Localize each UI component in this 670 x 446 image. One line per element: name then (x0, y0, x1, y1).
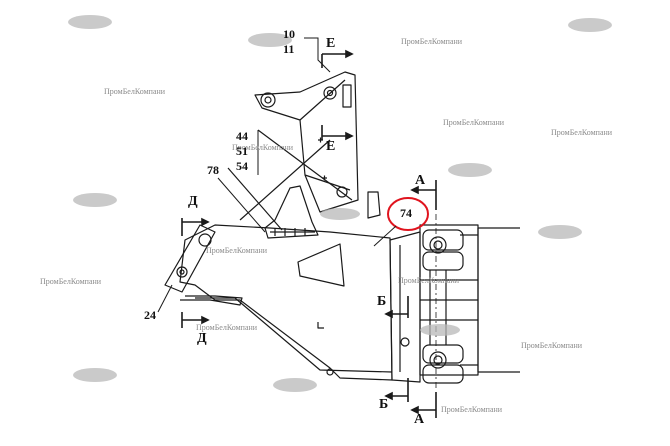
part-label-11: 11 (283, 42, 295, 56)
part-label-78: 78 (207, 163, 219, 177)
watermark-logo-icon (68, 15, 112, 29)
leader-78 (217, 177, 266, 233)
watermark-logo-icon (538, 225, 582, 239)
hinge-rear-frame (477, 227, 520, 373)
section-label-a-bottom: А (414, 412, 425, 427)
highlight-circle-74 (387, 197, 429, 231)
right-mount-hole (400, 337, 410, 347)
main-frame-plate (179, 224, 393, 381)
watermark-text: ПромБелКомпани (206, 246, 268, 255)
right-mount-plate (389, 231, 421, 383)
lever-hole-bottom (176, 266, 188, 278)
leader-24 (157, 284, 173, 313)
hinge-pin-top (429, 236, 447, 254)
hinge-cross-bars (420, 279, 478, 321)
watermark-text: ПромБелКомпани (398, 276, 460, 285)
watermark-text: ПромБелКомпани (232, 143, 294, 152)
watermark-logo-icon (248, 33, 292, 47)
section-label-d-top: Д (188, 194, 198, 209)
watermark-text: ПромБелКомпани (401, 37, 463, 46)
hinge-frame (419, 224, 479, 376)
bracket-slot (342, 84, 352, 108)
leader-74 (373, 225, 397, 247)
watermark-text: ПромБелКомпани (443, 118, 505, 127)
part-label-10: 10 (283, 27, 295, 41)
diagonal-strut-c (239, 139, 331, 221)
diagonal-strut-a (227, 167, 283, 231)
frame-inner-line (195, 297, 393, 373)
frame-bottom-hole (326, 368, 334, 376)
bracket-hole-upper (323, 86, 337, 100)
watermark-text: ПромБелКомпани (40, 277, 102, 286)
part-label-51: 51 (236, 144, 248, 158)
part-label-44: 44 (236, 129, 248, 143)
section-label-d-bottom: Д (197, 331, 207, 346)
watermark-logo-icon (273, 378, 317, 392)
hinge-knuckle-mid (422, 251, 464, 271)
watermark-text: ПромБелКомпани (196, 323, 258, 332)
left-lever (164, 224, 216, 293)
watermark-text: ПромБелКомпани (551, 128, 613, 137)
watermark-logo-icon (73, 368, 117, 382)
gusset-piece (264, 185, 319, 239)
watermark-logo-icon (568, 18, 612, 32)
hinge-knuckle-bottom (422, 364, 464, 384)
part-label-24: 24 (144, 308, 156, 322)
watermark-text: ПромБелКомпани (521, 341, 583, 350)
hinge-pin-bottom (429, 351, 447, 369)
watermark-text: ПромБелКомпани (104, 87, 166, 96)
watermark-logo-icon (73, 193, 117, 207)
watermark-logos (68, 15, 612, 392)
lower-bracket-arm (180, 295, 243, 306)
watermark-logo-icon (420, 324, 460, 336)
center-tab (367, 191, 381, 219)
bracket-hole-lower (336, 186, 348, 198)
hinge-knuckle-low (422, 344, 464, 364)
hinge-knuckle-top (422, 229, 464, 251)
section-label-e-top: Е (326, 36, 336, 51)
bracket-hole-large (260, 92, 276, 108)
hinge-side-channel (460, 234, 478, 366)
part-label-74: 74 (400, 206, 412, 220)
gusset-bolts (270, 228, 315, 236)
leader-10-11 (304, 37, 331, 73)
watermark-text: ПромБелКомпани (441, 405, 503, 414)
diagonal-strut-b (257, 129, 353, 201)
section-label-e-bottom: Е (326, 139, 336, 154)
lever-hole-top (198, 233, 212, 247)
section-label-b-top: Б (377, 294, 387, 309)
frame-cutout-trapezoid (297, 243, 345, 287)
section-label-a-top: А (415, 173, 426, 188)
section-label-b-bottom: Б (379, 397, 389, 412)
part-label-54: 54 (236, 159, 248, 173)
upper-bracket-plate (254, 71, 359, 213)
watermark-logo-icon (448, 163, 492, 177)
frame-corner-mark (317, 322, 324, 329)
watermark-logo-icon (320, 208, 360, 220)
